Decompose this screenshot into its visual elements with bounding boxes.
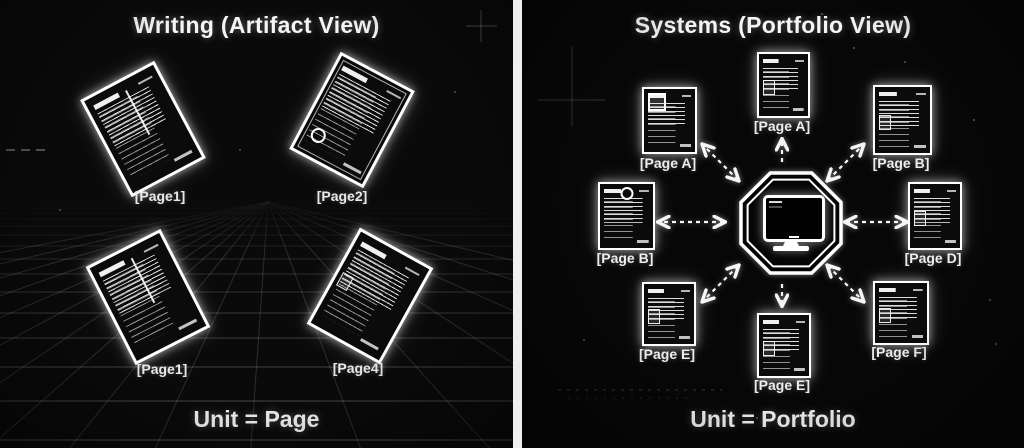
figure-box [879,308,891,324]
portfolio-page-lower-right [873,281,929,345]
document-text-lines [879,288,923,338]
page-document-1 [80,60,206,198]
document-text-lines [98,242,198,352]
page-label: [Page D] [904,250,962,266]
document-text-lines [914,189,956,243]
right-panel-caption: Unit = Portfolio [690,406,856,432]
portfolio-page-left [598,182,655,250]
right-panel-title: Systems (Portfolio View) [634,12,912,38]
figure-box [879,114,891,130]
page-label: [Page E] [753,377,810,393]
page-document-2 [289,51,415,189]
page-label: [Page A] [753,118,811,134]
portfolio-page-lower-left [642,282,696,346]
panel-divider [513,0,522,448]
portfolio-page-right [908,182,962,250]
document-text-lines [648,94,691,147]
document-text-lines [302,65,402,175]
page-label: [Page E] [638,346,695,362]
page-label: [Page F] [871,344,927,360]
figure-box [914,210,926,226]
vignette-overlay [0,0,513,448]
circle-glyph [620,187,633,201]
systems-portfolio-panel: Systems (Portfolio View) [522,0,1024,448]
page-document-4 [306,227,434,365]
document-text-lines [763,320,805,371]
page-document-3 [85,228,211,366]
portfolio-page-top [757,52,810,118]
document-text-lines [763,59,804,111]
page-label: [Page1] [134,188,186,204]
portfolio-page-upper-left [642,87,697,154]
page-label: [Page2] [316,188,368,204]
perspective-grid [0,10,513,448]
document-text-lines [648,289,690,339]
portfolio-page-bottom [757,313,811,378]
left-panel-caption: Unit = Page [193,406,320,432]
figure-box [648,309,660,325]
page-label: [Page1] [136,361,188,377]
portfolio-page-upper-right [873,85,932,155]
page-label: [Page A] [639,155,697,171]
page-label: [Page B] [596,250,654,266]
figure-box [648,93,666,111]
monitor-stand-neck [783,240,799,246]
document-text-lines [93,74,193,184]
monitor-stand-base [773,246,809,251]
writing-artifact-panel: Writing (Artifact View) [Page1] [Page2] … [0,0,513,448]
document-text-lines [879,92,926,148]
left-panel-title: Writing (Artifact View) [133,12,380,38]
figure-box [763,340,775,356]
figure-box [763,80,775,96]
page-label: [Page4] [332,360,384,376]
page-label: [Page B] [872,155,930,171]
document-text-lines [319,241,421,351]
computer-monitor-icon [763,195,825,242]
